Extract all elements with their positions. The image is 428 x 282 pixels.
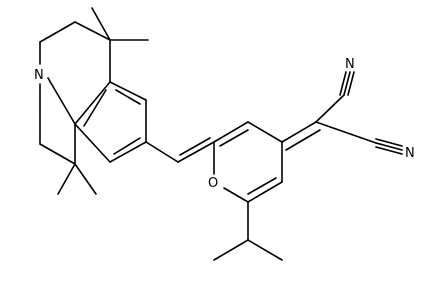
pyran-ring (213, 121, 283, 203)
triple-bond (375, 142, 403, 151)
triple-bond (343, 71, 351, 96)
nitrile-nitrogen-label-1: N (345, 57, 355, 72)
double-bond-inner (285, 129, 321, 151)
bond (74, 81, 111, 125)
double-bond-inner (219, 129, 249, 147)
nitrogen-label: N (34, 68, 44, 83)
bond (177, 141, 215, 163)
julolidine-rings (39, 7, 149, 195)
bond (247, 181, 283, 203)
triple-bond (375, 138, 403, 147)
bond (223, 187, 249, 203)
oxygen-label: O (208, 176, 218, 191)
bond (109, 81, 147, 101)
bond (39, 21, 76, 43)
double-bond-inner (115, 89, 141, 105)
nitrile-nitrogen-label-2: N (405, 146, 415, 161)
bond (47, 77, 76, 125)
methyl-bond (57, 163, 76, 195)
methyl-bond (74, 163, 97, 195)
dicyanomethylene-group (281, 71, 403, 155)
bond (281, 121, 317, 143)
bond (74, 123, 111, 163)
triple-bond (347, 71, 355, 96)
bond (145, 141, 179, 163)
bond (213, 239, 249, 261)
double-bond-inner (247, 177, 277, 195)
methyl-bond (91, 7, 111, 41)
bond (315, 121, 377, 144)
vinyl-linker (145, 137, 215, 163)
bond (109, 141, 147, 163)
triple-bond (339, 71, 347, 96)
aromatic-ring (74, 81, 147, 163)
double-bond-inner (179, 137, 211, 156)
bond (74, 21, 111, 41)
bond (39, 143, 76, 165)
bond (247, 239, 283, 261)
isopropyl-group (213, 201, 283, 261)
bond (213, 121, 249, 143)
triple-bond (375, 146, 403, 155)
bond (315, 94, 345, 123)
bond (247, 121, 283, 143)
double-bond-inner (113, 137, 141, 155)
double-bond-inner (83, 89, 107, 127)
